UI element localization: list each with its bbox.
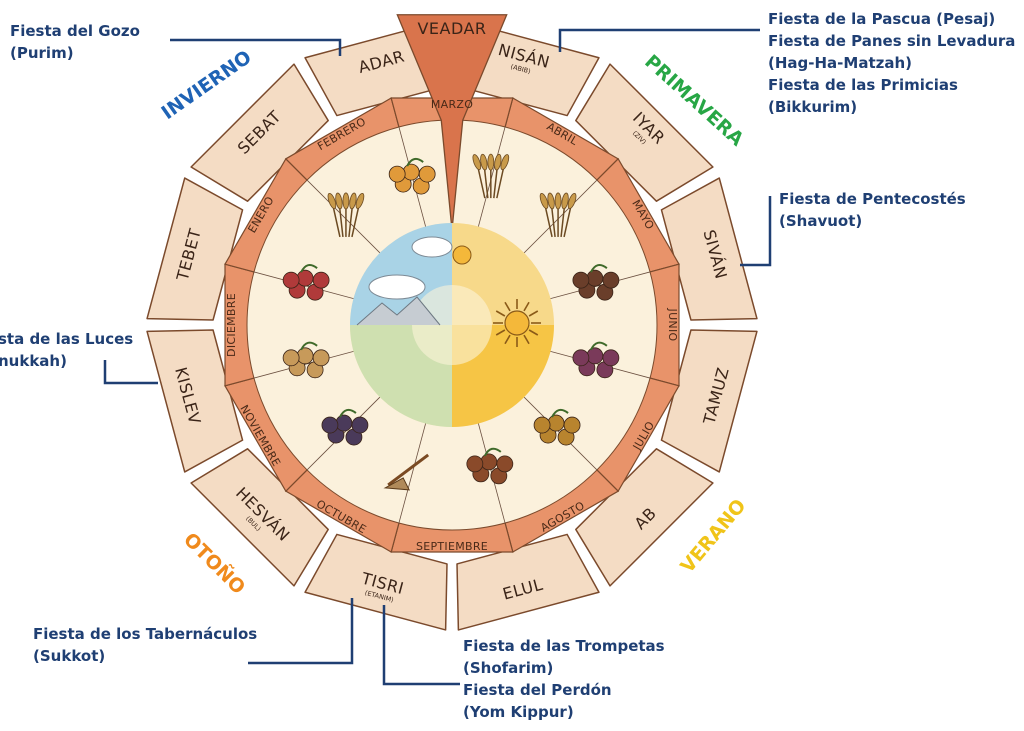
hebrew-month-segment (456, 533, 600, 631)
hebrew-month-segment (190, 63, 329, 202)
gregorian-month-label: JUNIO (666, 308, 679, 342)
leader-line (558, 28, 760, 52)
feast-trumpets-label: Fiesta de las Trompetas(Shofarim)Fiesta … (463, 637, 665, 721)
center-glow (412, 285, 492, 365)
leader-line (740, 196, 772, 267)
grain-sheaf-icon (472, 153, 510, 199)
veadar-wedge (396, 14, 508, 231)
feast-sukkot-label: Fiesta de los Tabernáculos(Sukkot) (33, 625, 258, 665)
barley-branch-icon (327, 192, 365, 238)
plough-icon (383, 453, 430, 491)
citrus-icon (388, 157, 436, 195)
hebrew-month-segment (146, 329, 244, 473)
leader-line (382, 605, 460, 686)
hebrew-month-segment (660, 177, 758, 321)
gregorian-month-label: SEPTIEMBRE (416, 540, 488, 553)
mountain-icon (356, 296, 441, 326)
bread-stones-icon (282, 341, 330, 379)
small-sun-icon (452, 245, 472, 265)
sheaves-icon (539, 192, 577, 238)
gregorian-month-label: DICIEMBRE (225, 293, 238, 357)
feast-shavuot-label: Fiesta de Pentecostés(Shavuot) (779, 190, 966, 230)
leader-line (103, 360, 158, 385)
produce-illustrations (282, 153, 620, 491)
hebrew-month-segment (575, 63, 714, 202)
olives-icon (321, 408, 369, 446)
season-winter-label: INVIERNO (157, 46, 255, 124)
hebrew-month-segment (190, 448, 329, 587)
almond-blossom-icon (282, 263, 330, 301)
feast-pesaj-label: Fiesta de la Pascua (Pesaj)Fiesta de Pan… (768, 10, 1016, 116)
dates-icon (466, 447, 514, 485)
fruit-basket-icon (533, 408, 581, 446)
grapes-icon (572, 341, 620, 379)
leader-line (170, 38, 342, 56)
rain-cloud-icon (411, 236, 453, 258)
gregorian-month-label: MARZO (431, 98, 473, 111)
leader-lines (103, 28, 772, 686)
figs-icon (572, 263, 620, 301)
veadar-label: VEADAR (417, 19, 486, 38)
hebrew-month-segment (575, 448, 714, 587)
cloud-icon (368, 274, 426, 300)
center-disc (350, 223, 554, 427)
hebrew-month-segment (660, 329, 758, 473)
season-autumn-label: OTOÑO (179, 527, 251, 599)
leader-line (248, 598, 354, 665)
feast-purim-label: Fiesta del Gozo(Purim) (10, 22, 140, 62)
sun-icon (493, 299, 541, 347)
hebrew-month-segment (146, 177, 244, 321)
